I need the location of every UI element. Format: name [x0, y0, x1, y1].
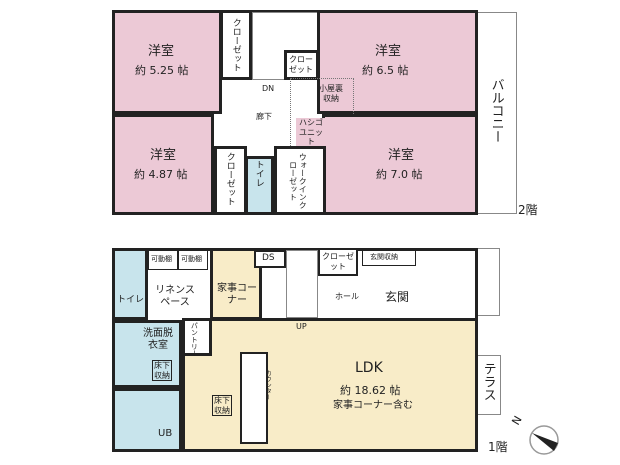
room-size: 約 4.87 帖 — [134, 168, 188, 181]
toilet — [112, 248, 148, 320]
toilet-label: トイレ — [117, 295, 145, 305]
ladder-label: ハシゴユニット — [296, 118, 326, 147]
room-size: 約 6.5 帖 — [362, 64, 409, 77]
room-name: 洋室 — [148, 44, 175, 59]
washroom — [112, 320, 182, 388]
underfloor-label: 床下収納 — [152, 360, 172, 382]
bedroom-3 — [112, 114, 214, 215]
washroom-label: 洗面脱衣室 — [143, 328, 173, 351]
toilet-label: トイレ — [253, 160, 264, 187]
entrance-label: 玄関 — [385, 290, 410, 304]
closet-label: クローゼット — [224, 152, 235, 206]
housework-label: 家事コーナー — [217, 283, 257, 306]
ub-label: UB — [158, 428, 173, 439]
closet — [318, 248, 358, 276]
underfloor-label: 床下収納 — [212, 395, 232, 417]
shelf-label: 可動棚 — [181, 255, 202, 263]
compass-icon — [528, 424, 560, 456]
closet-label: クロー ゼット — [289, 55, 313, 74]
dn-label: DN — [262, 84, 275, 93]
ds-label: DS — [262, 253, 275, 263]
toilet — [245, 156, 274, 215]
terrace — [474, 355, 501, 415]
room-name: 洋室 — [375, 44, 402, 59]
room-size: 約 7.0 帖 — [376, 168, 423, 181]
closet-small — [284, 50, 319, 80]
shelf — [148, 250, 178, 270]
hall-label: ホール — [335, 292, 359, 301]
floor2-label: 2階 — [518, 203, 538, 217]
closet — [220, 10, 252, 80]
linen-label: リネンスペース — [155, 285, 195, 308]
ldk-name: LDK — [355, 360, 383, 376]
entrance-storage — [362, 250, 416, 266]
bedroom-4 — [322, 114, 478, 215]
walk-in-closet — [274, 146, 326, 215]
room-name: 洋室 — [388, 148, 415, 163]
entrance-storage-label: 玄関収納 — [370, 253, 398, 261]
kitchen-counter — [240, 352, 268, 444]
hallway-label: 廊下 — [256, 112, 272, 121]
closet-label: クローゼット — [322, 252, 354, 271]
ds — [254, 250, 286, 268]
ldk — [182, 318, 478, 452]
room-size: 約 5.25 帖 — [135, 64, 189, 77]
shelf — [178, 250, 208, 270]
shelf-label: 可動棚 — [151, 255, 172, 263]
compass-label: N — [509, 413, 525, 428]
pantry — [182, 318, 212, 356]
attic-label: 小屋裏収納 — [319, 84, 343, 103]
room-name: 洋室 — [150, 148, 177, 163]
balcony-label: バルコニー — [488, 78, 504, 143]
closet-label: クローゼット — [230, 18, 241, 72]
ldk-note: 家事コーナー含む — [333, 400, 413, 411]
terrace-label: テラス — [480, 362, 496, 401]
stairs — [286, 250, 318, 318]
ldk-size: 約 18.62 帖 — [340, 384, 401, 397]
walkin-label: ウォークインクローゼット — [288, 153, 308, 209]
up-label: UP — [296, 322, 307, 331]
bedroom-1 — [112, 10, 222, 114]
unit-bath — [112, 388, 182, 452]
counter-label: カウンター — [264, 370, 272, 400]
floor1-label: 1階 — [488, 440, 508, 454]
pantry-label: パントリー — [190, 322, 199, 357]
bedroom-2 — [317, 10, 478, 114]
